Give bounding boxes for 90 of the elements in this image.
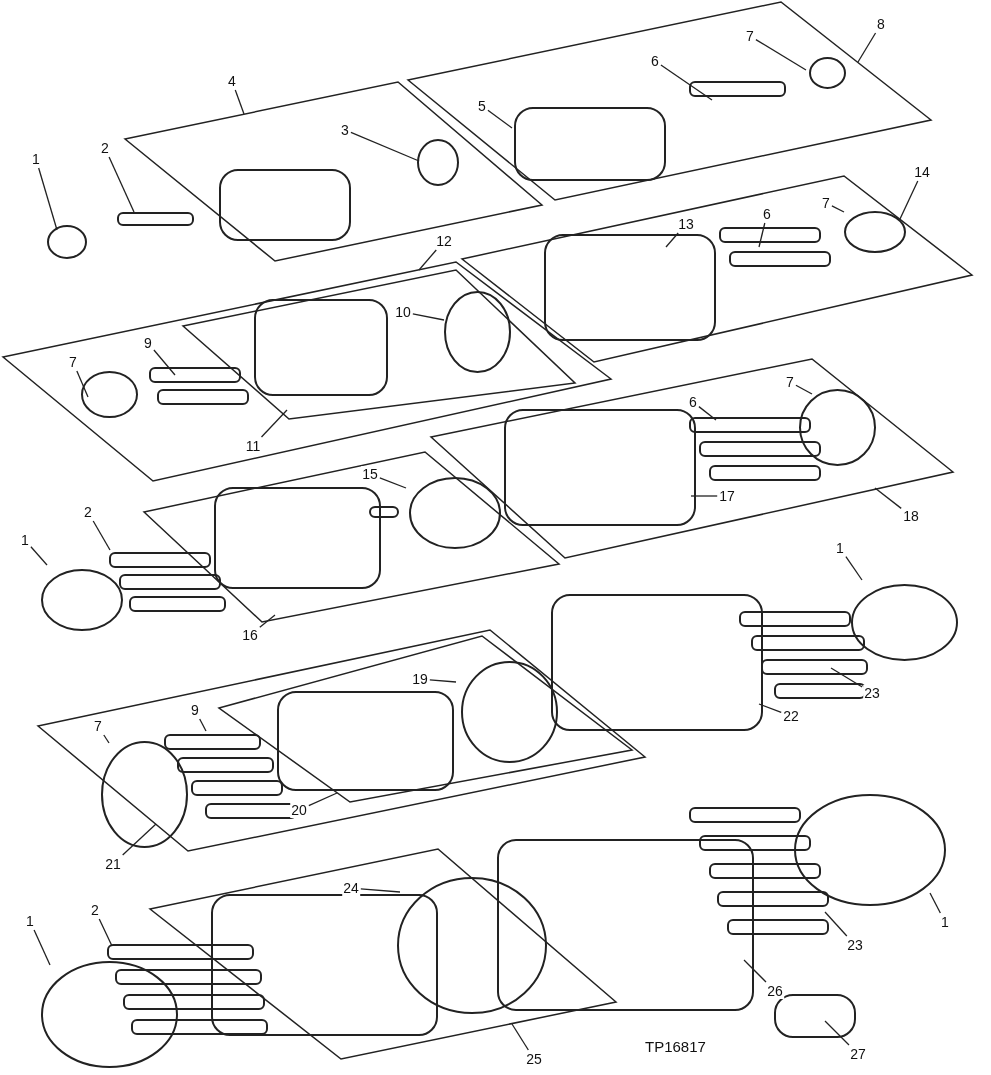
leader-line <box>743 959 767 983</box>
leader-line <box>929 892 941 914</box>
leader-line <box>122 823 157 856</box>
callout-number: 9 <box>143 335 153 351</box>
panel-outline <box>408 2 931 200</box>
leader-line <box>379 477 407 489</box>
callout-number: 2 <box>100 140 110 156</box>
callout-number: 12 <box>435 233 453 249</box>
callout-number: 7 <box>68 354 78 370</box>
callout-number: 2 <box>90 902 100 918</box>
callout-number: 15 <box>361 466 379 482</box>
callout-number: 23 <box>863 685 881 701</box>
leader-line <box>824 911 848 937</box>
callout-number: 8 <box>876 16 886 32</box>
leader-line <box>758 703 782 713</box>
leader-line <box>899 180 919 220</box>
leader-line <box>874 487 902 510</box>
leader-line <box>259 614 276 628</box>
leader-line <box>795 384 813 395</box>
callout-number: 10 <box>394 304 412 320</box>
leader-line <box>360 888 401 893</box>
callout-number: 21 <box>104 856 122 872</box>
callout-number: 24 <box>342 880 360 896</box>
leader-line <box>260 409 288 438</box>
leader-line <box>755 38 807 71</box>
leader-line <box>698 405 717 421</box>
leader-line <box>30 546 48 566</box>
leader-line <box>33 929 51 966</box>
leader-line <box>824 1020 850 1046</box>
callout-number: 13 <box>677 216 695 232</box>
callout-number: 14 <box>913 164 931 180</box>
callout-number: 1 <box>25 913 35 929</box>
panel-outline <box>3 262 611 481</box>
callout-number: 1 <box>940 914 950 930</box>
callout-number: 9 <box>190 702 200 718</box>
callout-number: 27 <box>849 1046 867 1062</box>
leader-line <box>98 918 113 947</box>
callout-number: 23 <box>846 937 864 953</box>
leader-line <box>108 156 135 213</box>
callout-number: 7 <box>821 195 831 211</box>
callout-number: 6 <box>762 206 772 222</box>
callout-number: 7 <box>745 28 755 44</box>
callout-number: 18 <box>902 508 920 524</box>
leader-line <box>660 64 713 101</box>
leader-line <box>831 205 845 213</box>
callout-number: 25 <box>525 1051 543 1067</box>
panel-outline <box>144 452 559 622</box>
leader-line <box>665 232 679 248</box>
leader-line <box>350 131 420 162</box>
leader-line <box>857 32 877 63</box>
callout-number: 1 <box>31 151 41 167</box>
callout-number: 11 <box>244 438 262 454</box>
panel-outline <box>183 270 575 419</box>
callout-number: 1 <box>835 540 845 556</box>
callout-number: 1 <box>20 532 30 548</box>
callout-number: 6 <box>650 53 660 69</box>
leader-line <box>758 222 766 248</box>
leader-line <box>412 313 445 321</box>
leader-line <box>830 667 863 688</box>
callout-number: 4 <box>227 73 237 89</box>
leader-line <box>199 718 207 732</box>
leader-line <box>487 109 513 129</box>
callout-number: 20 <box>290 802 308 818</box>
leader-line <box>308 792 338 807</box>
leader-line <box>690 495 718 497</box>
callout-number: 7 <box>93 718 103 734</box>
leader-line <box>103 734 110 744</box>
leader-line <box>153 349 176 376</box>
leader-line <box>511 1023 529 1051</box>
callout-number: 22 <box>782 708 800 724</box>
callout-number: 2 <box>83 504 93 520</box>
callout-number: 16 <box>241 627 259 643</box>
callout-number: 6 <box>688 394 698 410</box>
callout-number: 7 <box>785 374 795 390</box>
panel-outline <box>38 630 645 851</box>
leader-line <box>429 679 457 683</box>
leader-line <box>418 249 437 271</box>
callout-number: 19 <box>411 671 429 687</box>
callout-number: 26 <box>766 983 784 999</box>
leader-line <box>92 520 111 551</box>
leader-line <box>38 167 58 231</box>
panel-outline <box>431 359 953 558</box>
leader-line <box>234 89 245 115</box>
leader-line <box>76 370 89 398</box>
callout-number: 3 <box>340 122 350 138</box>
leader-line <box>845 555 863 581</box>
figure-number: TP16817 <box>645 1038 706 1055</box>
callout-number: 17 <box>718 488 736 504</box>
panel-outline <box>462 176 972 362</box>
callout-number: 5 <box>477 98 487 114</box>
